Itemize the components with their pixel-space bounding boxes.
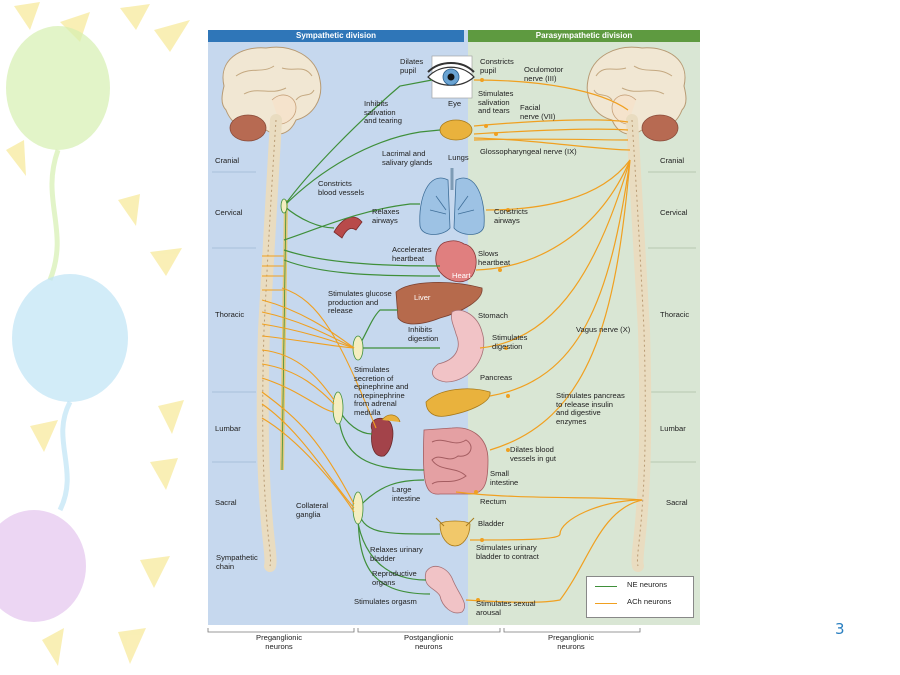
- ach-parasympathetic-pathways: [455, 79, 643, 603]
- region-sacral-right: Sacral: [666, 498, 688, 507]
- label-eye: Eye: [448, 99, 462, 108]
- sun-ray-icon: [154, 20, 190, 52]
- label-inhibits-salivation: Inhibits salivation and tearing: [364, 99, 402, 126]
- region-thoracic-right: Thoracic: [660, 310, 690, 319]
- balloon-icon: [0, 510, 86, 622]
- label-stimulates-salivation: Stimulates salivation and tears: [478, 89, 514, 116]
- label-sympathetic-chain: Sympathetic chain: [216, 553, 258, 571]
- kidney-icon: [370, 414, 401, 457]
- label-large-intestine: Large intestine: [392, 485, 421, 503]
- sun-ray-icon: [6, 140, 26, 176]
- label-constricts-airways: Constricts airways: [494, 207, 528, 225]
- footer-preganglionic-left: Preganglionic neurons: [256, 633, 303, 651]
- label-liver: Liver: [414, 293, 431, 302]
- label-small-intestine: Small intestine: [490, 469, 519, 487]
- heart-icon: [435, 240, 477, 283]
- label-oculomotor-nerve: Oculomotor nerve (III): [524, 65, 564, 83]
- page-number: 3: [835, 620, 845, 638]
- sun-ray-icon: [150, 458, 178, 490]
- label-accelerates-heart: Accelerates heartbeat: [392, 245, 432, 263]
- label-constricts-pupil: Constricts pupil: [480, 57, 514, 75]
- label-glossopharyngeal-nerve: Glossopharyngeal nerve (IX): [480, 147, 577, 156]
- sun-ray-icon: [30, 420, 58, 452]
- bladder-icon: [439, 520, 471, 547]
- region-lumbar-left: Lumbar: [215, 424, 241, 433]
- region-thoracic-left: Thoracic: [215, 310, 245, 319]
- label-stomach: Stomach: [478, 311, 508, 320]
- eye-icon: [427, 55, 475, 99]
- pancreas-icon: [425, 388, 491, 417]
- label-stimulates-secretion: Stimulates secretion of epinephrine and …: [354, 365, 409, 417]
- label-dilates-vessels: Dilates blood vessels in gut: [510, 445, 557, 463]
- stomach-icon: [432, 309, 485, 383]
- sun-ray-icon: [14, 2, 40, 30]
- lungs-icon: [419, 168, 485, 235]
- balloon-icon: [12, 274, 128, 402]
- label-bladder: Bladder: [478, 519, 505, 528]
- label-vagus-nerve: Vagus nerve (X): [576, 325, 631, 334]
- balloon-icon: [6, 26, 110, 150]
- sun-ray-icon: [120, 4, 150, 30]
- footer-postganglionic: Postganglionic neurons: [404, 633, 454, 651]
- ganglia: [280, 198, 364, 525]
- liver-icon: [395, 282, 483, 325]
- legend-ach-swatch: [595, 603, 617, 604]
- footer-preganglionic-right: Preganglionic neurons: [548, 633, 595, 651]
- sun-ray-icon: [150, 248, 182, 276]
- label-lacrimal: Lacrimal and salivary glands: [382, 149, 433, 167]
- blood-vessel-icon: [333, 216, 363, 239]
- sun-ray-icon: [158, 400, 184, 434]
- sun-ray-icon: [118, 628, 146, 664]
- label-stimulates-orgasm: Stimulates orgasm: [354, 597, 417, 606]
- label-relaxes-airways: Relaxes airways: [372, 207, 400, 225]
- legend-ach-label: ACh neurons: [627, 597, 672, 606]
- label-heart: Heart: [452, 271, 471, 280]
- sympathetic-header: Sympathetic division: [208, 30, 464, 42]
- label-stimulates-digestion: Stimulates digestion: [492, 333, 528, 351]
- label-slows-heart: Slows heartbeat: [478, 249, 511, 267]
- legend: NE neurons ACh neurons: [586, 576, 694, 618]
- label-constricts-vessels: Constricts blood vessels: [318, 179, 365, 197]
- label-relaxes-bladder: Relaxes urinary bladder: [370, 545, 423, 563]
- label-stimulates-bladder: Stimulates urinary bladder to contract: [476, 543, 539, 561]
- label-stimulates-arousal: Stimulates sexual arousal: [476, 599, 536, 617]
- label-stimulates-glucose: Stimulates glucose production and releas…: [328, 289, 392, 316]
- label-dilates-pupil: Dilates pupil: [400, 57, 424, 75]
- region-cranial-right: Cranial: [660, 156, 685, 165]
- region-cervical-left: Cervical: [215, 208, 243, 217]
- legend-ne-swatch: [595, 586, 617, 587]
- sun-ray-icon: [42, 628, 64, 666]
- intestines-icon: [422, 427, 489, 495]
- region-sacral-left: Sacral: [215, 498, 237, 507]
- label-lungs: Lungs: [448, 153, 469, 162]
- region-cranial-left: Cranial: [215, 156, 240, 165]
- label-pancreas: Pancreas: [480, 373, 513, 382]
- label-reproductive: Reproductive organs: [372, 569, 417, 587]
- reproductive-organ-icon: [424, 565, 466, 614]
- label-rectum: Rectum: [480, 497, 507, 506]
- parasympathetic-header: Parasympathetic division: [468, 30, 700, 42]
- sun-ray-icon: [118, 194, 140, 226]
- label-stimulates-pancreas: Stimulates pancreas to release insulin a…: [556, 391, 625, 426]
- legend-ne-label: NE neurons: [627, 580, 668, 589]
- label-collateral-ganglia: Collateral ganglia: [296, 501, 329, 519]
- region-cervical-right: Cervical: [660, 208, 688, 217]
- region-lumbar-right: Lumbar: [660, 424, 686, 433]
- label-inhibits-digestion: Inhibits digestion: [408, 325, 439, 343]
- ach-sympathetic-pathways: [261, 255, 377, 513]
- ach-terminals: [474, 78, 510, 602]
- label-facial-nerve: Facial nerve (VII): [520, 103, 556, 121]
- sun-ray-icon: [140, 556, 170, 588]
